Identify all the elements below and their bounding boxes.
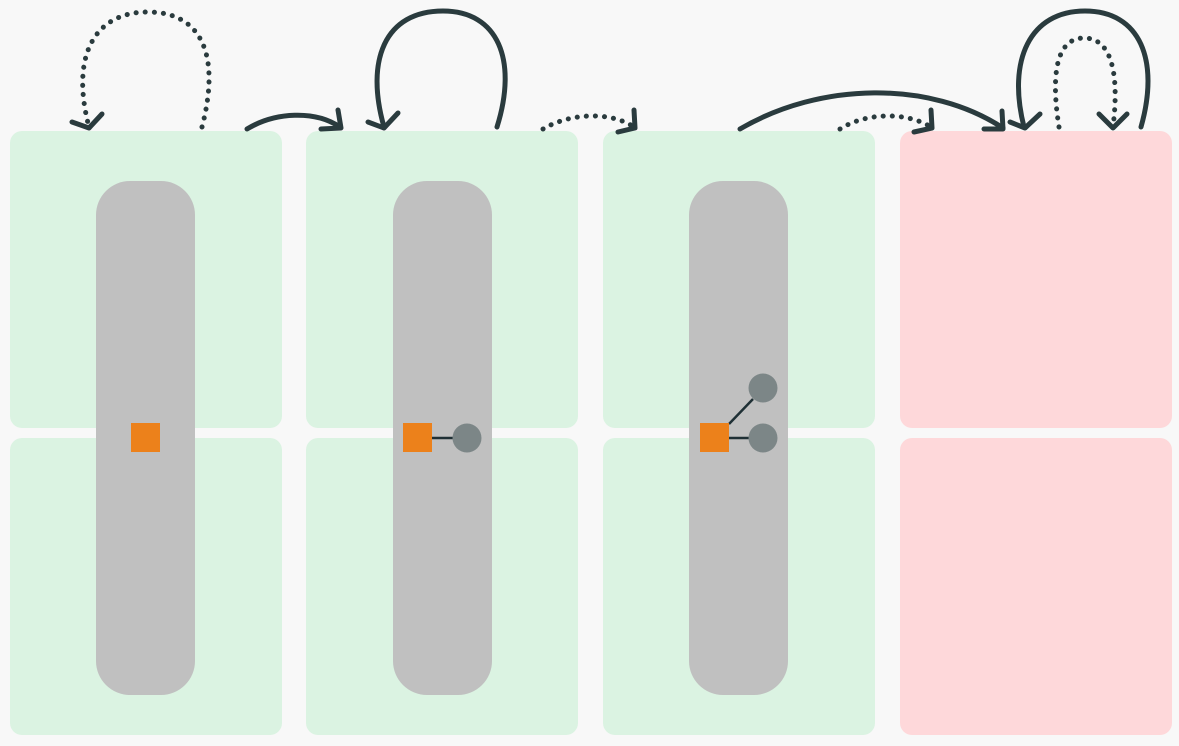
root-node [131, 423, 160, 452]
root-node [700, 423, 729, 452]
arrowhead-icon [911, 107, 935, 135]
node-edge [728, 398, 754, 425]
arrowhead-icon [615, 107, 638, 135]
child-node [748, 373, 778, 403]
child-node [748, 423, 778, 453]
column-state-1 [10, 131, 282, 735]
column-state-4 [900, 131, 1172, 735]
transition-arrows [69, 8, 1151, 135]
self-loop-arrow [1052, 35, 1118, 130]
self-loop-arrow [1016, 8, 1151, 130]
arrowhead-icon [318, 107, 344, 132]
cell-top [900, 131, 1172, 428]
transition-arrow [540, 113, 637, 132]
arrowhead-icon [365, 110, 401, 131]
column-state-2 [306, 131, 578, 735]
arrowhead-icon [1007, 111, 1043, 131]
column-state-3 [603, 131, 875, 735]
self-loop-arrow [374, 8, 508, 130]
arrowhead-icon [69, 111, 105, 131]
child-node [452, 423, 482, 453]
cell-bottom [900, 438, 1172, 735]
transition-arrow [737, 90, 1006, 132]
arrowhead-icon [981, 108, 1006, 132]
transition-arrow [244, 112, 343, 132]
root-node [403, 423, 432, 452]
arrowhead-icon [1096, 111, 1130, 131]
transition-arrow [837, 113, 934, 132]
self-loop-arrow [80, 9, 212, 130]
